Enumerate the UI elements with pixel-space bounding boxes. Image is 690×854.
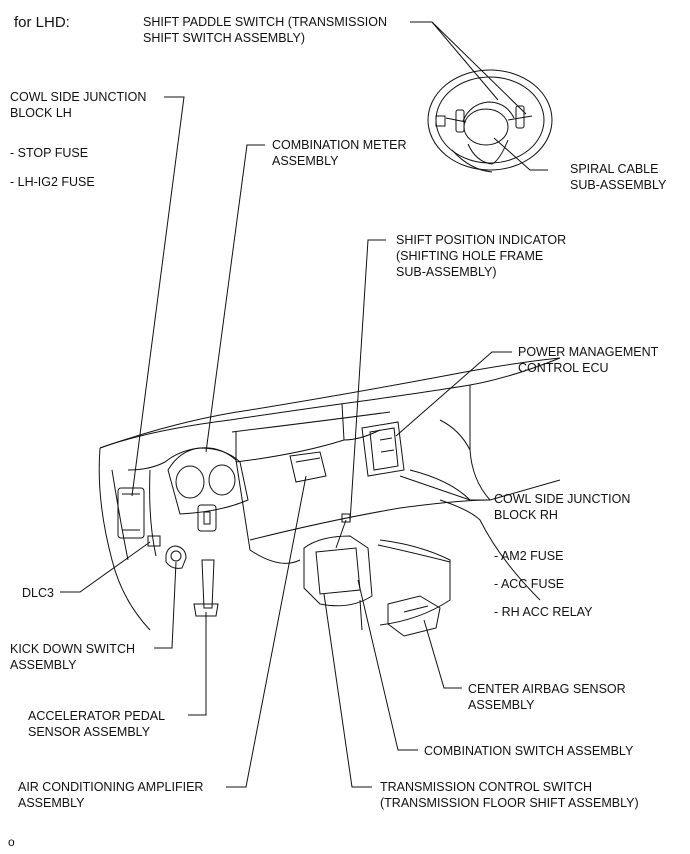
- floor-shift-drawing: [303, 513, 373, 631]
- leader-spiral-cable: [493, 137, 548, 171]
- label-line: KICK DOWN SWITCH: [10, 642, 135, 656]
- label-line: CONTROL ECU: [518, 361, 609, 375]
- leader-combination-switch: [357, 579, 418, 751]
- label-line: COMBINATION METER: [272, 138, 407, 152]
- label-line: ACCELERATOR PEDAL: [28, 709, 166, 723]
- power-management-ecu-drawing: [361, 421, 405, 477]
- page-title: for LHD:: [14, 14, 70, 31]
- leader-power-management: [395, 351, 512, 437]
- leader-dlc3: [60, 541, 151, 593]
- leader-lines: [60, 21, 548, 788]
- ac-amplifier-drawing: [289, 451, 327, 483]
- label-ac-amplifier: AIR CONDITIONING AMPLIFIER ASSEMBLY: [18, 779, 203, 811]
- label-lh-ig2-fuse: - LH-IG2 FUSE: [10, 175, 95, 189]
- steering-wheel-drawing: [427, 69, 553, 173]
- label-line: SUB-ASSEMBLY: [570, 178, 667, 192]
- label-combination-switch: COMBINATION SWITCH ASSEMBLY: [424, 744, 634, 758]
- label-line: ASSEMBLY: [272, 154, 339, 168]
- label-line: AIR CONDITIONING AMPLIFIER: [18, 780, 204, 794]
- combination-meter-drawing: [167, 447, 249, 532]
- label-line: ASSEMBLY: [468, 698, 535, 712]
- accelerator-pedal-drawing: [193, 559, 219, 617]
- label-line: SHIFT PADDLE SWITCH (TRANSMISSION: [143, 15, 388, 29]
- label-rh-acc-relay: - RH ACC RELAY: [494, 605, 593, 619]
- leader-combination-meter: [205, 144, 265, 453]
- center-airbag-sensor-drawing: [387, 595, 441, 637]
- label-line: CENTER AIRBAG SENSOR: [468, 682, 626, 696]
- label-line: ASSEMBLY: [10, 658, 77, 672]
- label-line: ASSEMBLY: [18, 796, 85, 810]
- label-acc-fuse: - ACC FUSE: [494, 577, 565, 591]
- label-am2-fuse: - AM2 FUSE: [494, 549, 564, 563]
- label-transmission-control-switch: TRANSMISSION CONTROL SWITCH (TRANSMISSIO…: [380, 779, 639, 811]
- kick-down-switch-drawing: [165, 545, 187, 569]
- label-line: (SHIFTING HOLE FRAME: [396, 249, 544, 263]
- label-shift-paddle-switch: SHIFT PADDLE SWITCH (TRANSMISSION SHIFT …: [143, 14, 387, 46]
- label-cowl-side-junction-block-rh: COWL SIDE JUNCTION BLOCK RH: [494, 491, 630, 523]
- label-line: SENSOR ASSEMBLY: [28, 725, 151, 739]
- label-line: SPIRAL CABLE: [570, 162, 659, 176]
- label-dlc3: DLC3: [22, 586, 54, 600]
- label-line: COWL SIDE JUNCTION: [10, 90, 147, 104]
- dashboard-drawing: [98, 357, 561, 631]
- label-power-management-ecu: POWER MANAGEMENT CONTROL ECU: [518, 344, 658, 376]
- label-line: SHIFT POSITION INDICATOR: [396, 233, 567, 247]
- label-accelerator-pedal-sensor: ACCELERATOR PEDAL SENSOR ASSEMBLY: [28, 708, 165, 740]
- label-spiral-cable: SPIRAL CABLE SUB-ASSEMBLY: [570, 161, 666, 193]
- label-line: SHIFT SWITCH ASSEMBLY): [143, 31, 306, 45]
- label-kick-down-switch: KICK DOWN SWITCH ASSEMBLY: [10, 641, 135, 673]
- label-line: BLOCK LH: [10, 106, 72, 120]
- label-center-airbag-sensor: CENTER AIRBAG SENSOR ASSEMBLY: [468, 681, 626, 713]
- label-line: BLOCK RH: [494, 508, 558, 522]
- dlc3-drawing: [147, 535, 161, 547]
- label-combination-meter: COMBINATION METER ASSEMBLY: [272, 137, 407, 169]
- cowl-lh-block-drawing: [117, 487, 145, 539]
- label-cowl-side-junction-block-lh: COWL SIDE JUNCTION BLOCK LH: [10, 89, 146, 121]
- leader-center-airbag: [423, 619, 462, 689]
- leader-cowl-lh: [131, 96, 185, 497]
- leader-ac-amplifier: [226, 475, 307, 788]
- label-line: SUB-ASSEMBLY): [396, 265, 497, 279]
- figure-id: o: [8, 835, 15, 849]
- leader-kick-down: [154, 561, 177, 649]
- leader-cowl-rh: [399, 475, 488, 501]
- label-line: POWER MANAGEMENT: [518, 345, 659, 359]
- leader-shift-position: [349, 239, 386, 523]
- label-stop-fuse: - STOP FUSE: [10, 146, 89, 160]
- label-line: COWL SIDE JUNCTION: [494, 492, 631, 506]
- label-shift-position-indicator: SHIFT POSITION INDICATOR (SHIFTING HOLE …: [396, 232, 566, 280]
- leader-accel-pedal: [188, 612, 207, 716]
- label-line: TRANSMISSION CONTROL SWITCH: [380, 780, 593, 794]
- leader-trans-control: [323, 593, 372, 788]
- label-line: (TRANSMISSION FLOOR SHIFT ASSEMBLY): [380, 796, 639, 810]
